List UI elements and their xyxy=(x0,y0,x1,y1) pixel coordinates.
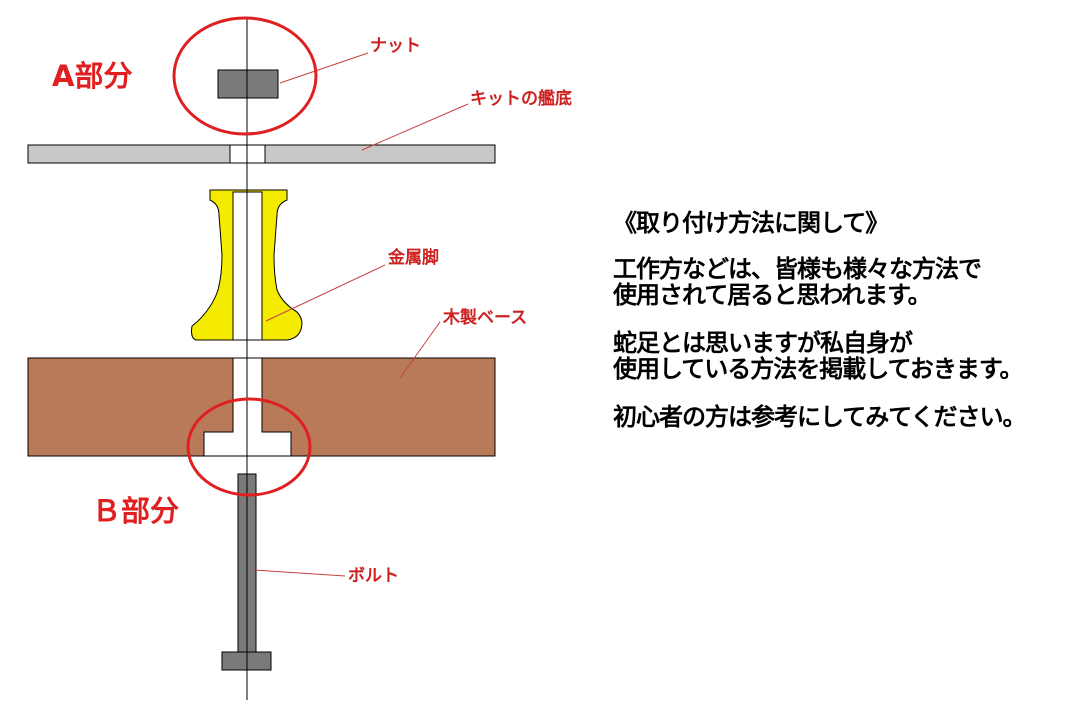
notes-paragraph-2-line-1: 蛇足とは思いますが私自身が xyxy=(613,329,913,357)
leader-metal-leg xyxy=(265,264,386,322)
nut xyxy=(217,69,279,99)
bolt-label: ボルト xyxy=(348,566,399,586)
hull-bottom-label: キットの艦底 xyxy=(470,89,572,109)
highlight-circle-a xyxy=(172,16,318,136)
part-b-label: Ｂ部分 xyxy=(92,494,180,528)
part-a-label: A部分 xyxy=(52,59,133,93)
nut-label: ナット xyxy=(370,36,421,56)
notes-paragraph-1-line-1: 工作方などは、皆様も様々な方法で xyxy=(613,255,982,283)
leader-hull-bottom xyxy=(361,103,469,151)
highlight-circle-b xyxy=(186,397,312,497)
wood-base-label: 木製ベース xyxy=(443,308,528,328)
leader-nut xyxy=(279,52,369,84)
leader-bolt xyxy=(253,569,346,577)
notes-paragraph-1-line-2: 使用されて居ると思われます。 xyxy=(613,281,932,309)
metal-leg-label: 金属脚 xyxy=(388,248,439,268)
notes-paragraph-2-line-2: 使用している方法を掲載しておきます。 xyxy=(613,355,1023,383)
notes-paragraph-3-line-1: 初心者の方は参考にしてみてください。 xyxy=(613,403,1027,431)
mounting-notes: 《取り付け方法に関して》 工作方などは、皆様も様々な方法で 使用されて居ると思わ… xyxy=(613,210,1083,452)
leader-wood-base xyxy=(399,321,441,379)
notes-title: 《取り付け方法に関して》 xyxy=(613,209,889,237)
